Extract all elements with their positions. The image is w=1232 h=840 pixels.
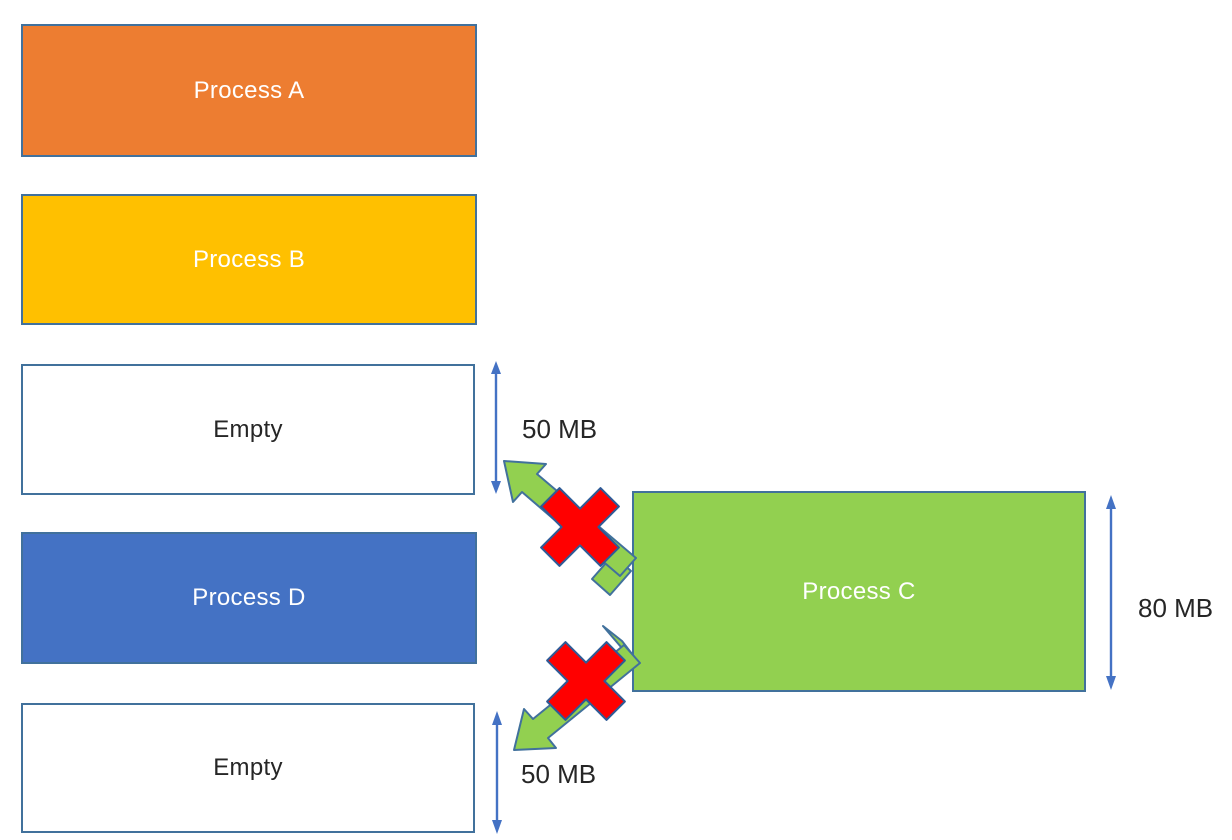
measure-arrowhead-down	[491, 481, 501, 494]
measure-arrowhead-up	[491, 361, 501, 374]
empty-slot-2-label: Empty	[213, 754, 283, 781]
empty-slot-1-block: Empty	[21, 364, 475, 495]
size-label-empty-2: 50 MB	[521, 759, 597, 789]
size-label-empty-1: 50 MB	[522, 414, 598, 444]
measure-arrowhead-up	[1106, 495, 1116, 509]
arrow-shaft	[503, 460, 637, 577]
empty-slot-1-label: Empty	[213, 415, 283, 443]
red-cross-up-icon	[540, 487, 620, 567]
empty-slot-2-block: Empty	[21, 703, 475, 833]
height-measure-arrow-process-c-icon	[1106, 495, 1116, 690]
red-cross-down-icon	[546, 641, 626, 721]
measure-arrowhead-up	[492, 711, 502, 725]
height-measure-arrow-empty-1-icon	[491, 361, 501, 494]
cross-shape	[546, 641, 626, 721]
process-d-label: Process D	[192, 584, 306, 611]
arrow-shaft	[513, 644, 641, 751]
measure-arrowhead-down	[492, 820, 502, 834]
process-c-label: Process C	[802, 577, 916, 605]
size-label-process-c: 80 MB	[1138, 593, 1214, 623]
process-d-block: Process D	[21, 532, 477, 664]
cross-shape	[540, 487, 620, 567]
measure-arrowhead-down	[1106, 676, 1116, 690]
process-b-label: Process B	[192, 245, 306, 273]
process-b-block: Process B	[21, 194, 477, 325]
arrow-bent-foot	[591, 554, 632, 596]
process-a-block: Process A	[21, 24, 477, 157]
height-measure-arrow-empty-2-icon	[492, 711, 502, 834]
process-a-label: Process A	[193, 76, 305, 104]
blocked-move-up-arrow-icon	[503, 460, 637, 596]
blocked-move-down-arrow-icon	[513, 625, 641, 751]
process-c-block: Process C	[632, 491, 1086, 692]
